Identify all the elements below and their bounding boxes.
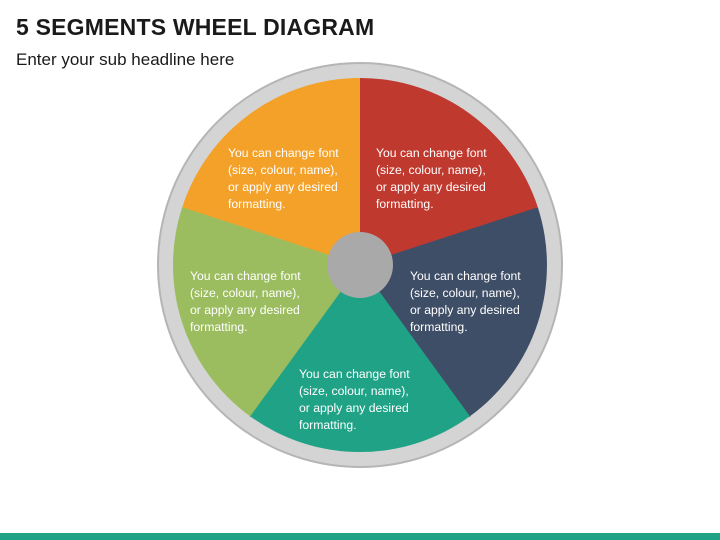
wheel-segment-green-arc [173, 207, 360, 417]
wheel-segment-teal-arc [250, 265, 470, 453]
wheel-segment-red-arc [360, 78, 538, 265]
segment-text-teal: You can change font (size, colour, name)… [299, 367, 410, 432]
segment-text-orange: You can change font (size, colour, name)… [228, 146, 339, 211]
page-subtitle: Enter your sub headline here [16, 50, 235, 69]
segment-text-red: You can change font (size, colour, name)… [376, 146, 487, 211]
wheel-segment-orange-arc [182, 78, 360, 265]
bottom-accent-bar [0, 533, 720, 540]
segment-text-green: You can change font (size, colour, name)… [190, 269, 301, 334]
wheel-segment-navy-arc [360, 207, 547, 417]
wheel-hub [327, 232, 393, 298]
segment-text-navy: You can change font (size, colour, name)… [410, 269, 521, 334]
page-title: 5 SEGMENTS WHEEL DIAGRAM [16, 14, 375, 40]
